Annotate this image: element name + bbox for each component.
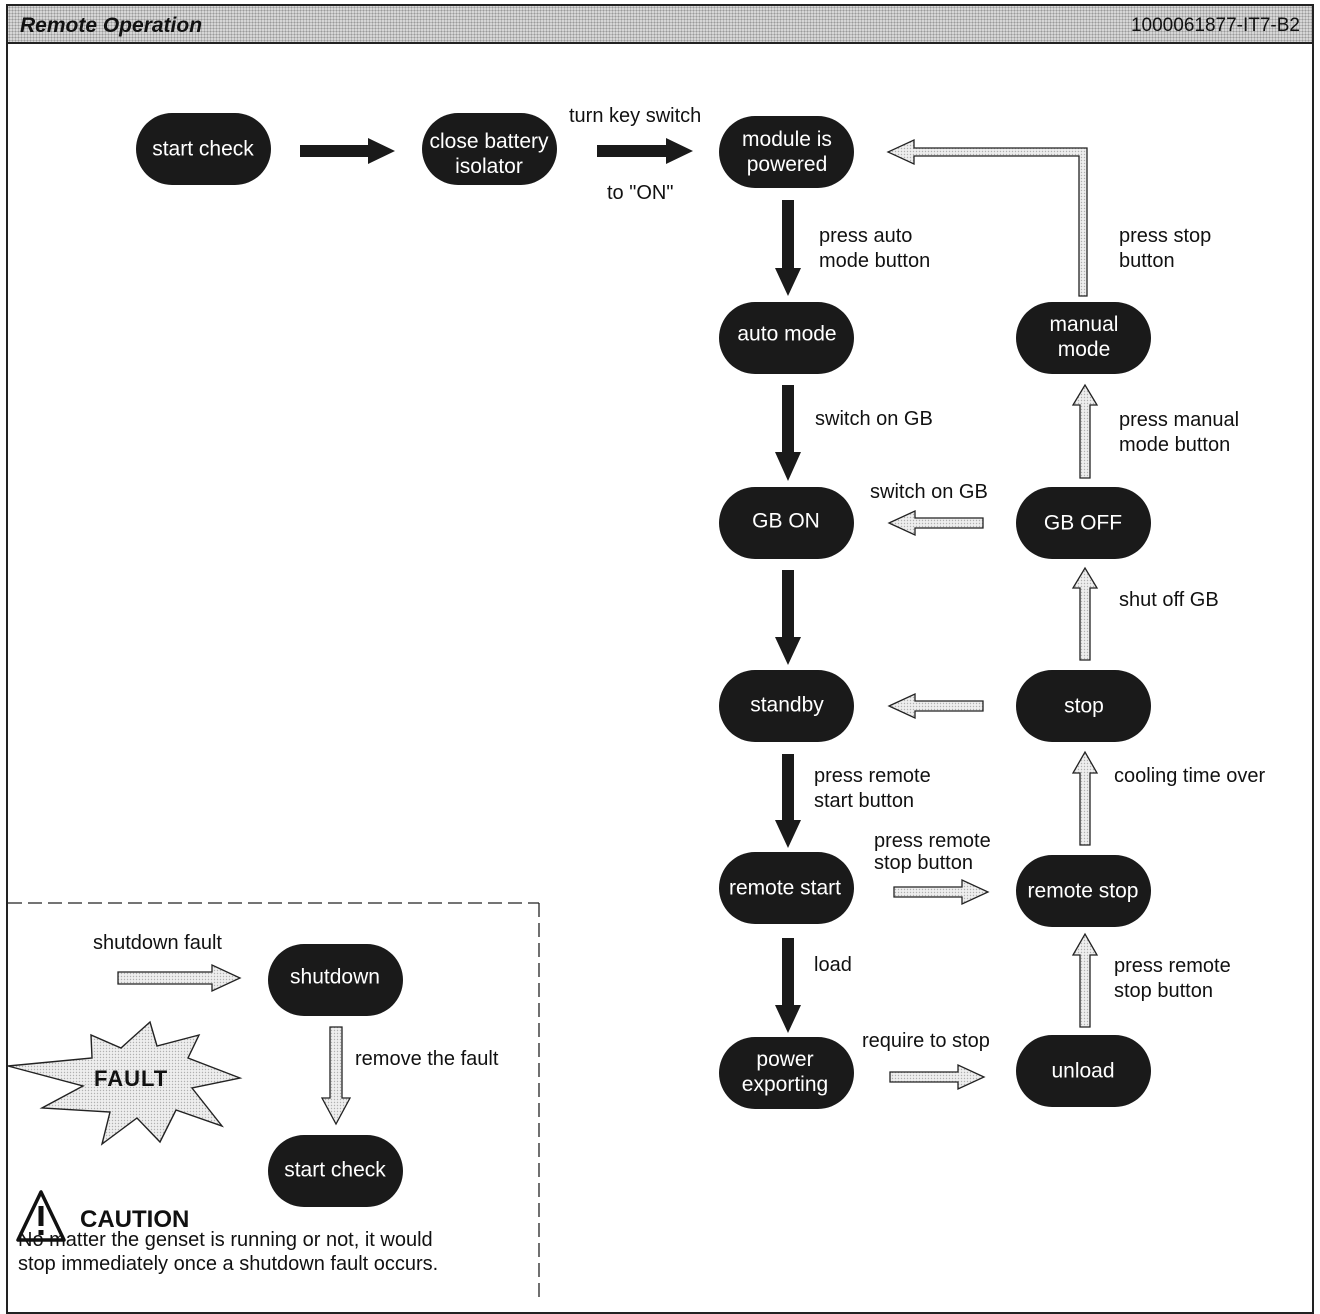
label-shutdown-fault: shutdown fault: [93, 932, 222, 954]
label-shut-off-gb: shut off GB: [1119, 589, 1219, 611]
node-unload: unload: [1051, 1059, 1115, 1083]
arrow-remote-start-to-remote-stop: [893, 878, 990, 906]
node-gb-off: GB OFF: [1043, 511, 1123, 535]
node-power-exporting: power exporting: [741, 1048, 829, 1096]
caution-warning-icon: [16, 1190, 66, 1242]
label-remove-the-fault: remove the fault: [355, 1048, 499, 1070]
node-shutdown: shutdown: [290, 965, 380, 989]
node-module-powered-shape: [719, 116, 854, 188]
node-module-powered: module is powered: [742, 128, 832, 176]
node-start-check: start check: [152, 137, 254, 161]
label-switch-on-gb-down: switch on GB: [815, 408, 933, 430]
arrow-shutdown-to-start-check: [320, 1026, 352, 1126]
arrow-gbon-to-standby: [775, 570, 801, 665]
arrow-battery-to-module: [597, 138, 693, 164]
label-press-remote-start-button: press remote start button: [814, 765, 931, 812]
node-remote-stop-shape: [1016, 855, 1151, 927]
arrow-unload-to-remote-stop: [1071, 932, 1099, 1028]
label-require-to-stop: require to stop: [862, 1030, 990, 1052]
arrow-stop-to-gboff: [1071, 566, 1099, 661]
arrow-gboff-to-gbon: [887, 509, 984, 537]
node-standby: standby: [750, 693, 824, 717]
node-power-exporting-shape: [719, 1037, 854, 1109]
document-id: 1000061877-IT7-B2: [1130, 15, 1300, 36]
node-close-battery-isolator: close battery isolator: [429, 130, 549, 178]
label-press-remote-stop-button-right: press remote stop button: [874, 830, 991, 874]
label-press-remote-stop-button-up: press remote stop button: [1114, 955, 1231, 1002]
caution-text: No matter the genset is running or not, …: [18, 1229, 439, 1275]
node-start-check-shape: [136, 113, 271, 185]
node-remote-start-shape: [719, 852, 854, 924]
node-manual-mode-shape: [1016, 302, 1151, 374]
node-unload-shape: [1016, 1035, 1151, 1107]
node-fault-start-check: start check: [284, 1158, 386, 1182]
node-stop: stop: [1064, 694, 1104, 718]
node-auto-mode: auto mode: [737, 322, 837, 346]
node-fault-start-check-shape: [268, 1135, 403, 1207]
node-manual-mode: manual mode: [1049, 313, 1119, 361]
node-gb-on: GB ON: [752, 509, 820, 533]
arrow-stop-to-standby: [887, 692, 984, 720]
arrow-gboff-to-manual: [1071, 383, 1099, 479]
node-standby-shape: [719, 670, 854, 742]
node-close-battery-shape: [422, 113, 557, 185]
node-gb-on-shape: [719, 487, 854, 559]
label-to-on: to "ON": [607, 182, 674, 204]
page-title: Remote Operation: [20, 14, 203, 37]
label-press-auto-mode-button: press auto mode button: [819, 225, 931, 272]
arrow-remote-start-to-power: [775, 938, 801, 1033]
node-gb-off-shape: [1016, 487, 1151, 559]
label-press-manual-mode-button: press manual mode button: [1119, 409, 1240, 456]
fault-starburst: [7, 1020, 243, 1146]
node-stop-shape: [1016, 670, 1151, 742]
label-load: load: [814, 954, 852, 976]
fault-badge-text: FAULT: [94, 1066, 169, 1091]
arrow-auto-to-gbon: [775, 385, 801, 481]
arrow-power-to-unload: [889, 1063, 986, 1091]
header-bar: Remote Operation 1000061877-IT7-B2: [6, 4, 1314, 44]
caution-title: CAUTION: [80, 1206, 190, 1233]
arrow-standby-to-remote-start: [775, 754, 801, 848]
node-remote-start: remote start: [728, 876, 842, 900]
label-turn-key-switch: turn key switch: [569, 105, 702, 127]
arrow-module-to-auto: [775, 200, 801, 296]
node-shutdown-shape: [268, 944, 403, 1016]
label-press-stop-button: press stop button: [1119, 225, 1212, 272]
arrow-start-to-battery: [300, 138, 395, 164]
arrow-remote-stop-to-stop: [1071, 750, 1099, 846]
arrow-manual-to-module: [886, 138, 1088, 297]
arrow-fault-to-shutdown: [117, 963, 242, 993]
label-switch-on-gb-left: switch on GB: [870, 481, 988, 503]
node-remote-stop: remote stop: [1027, 879, 1139, 903]
node-auto-mode-shape: [719, 302, 854, 374]
label-cooling-time-over: cooling time over: [1114, 765, 1266, 787]
